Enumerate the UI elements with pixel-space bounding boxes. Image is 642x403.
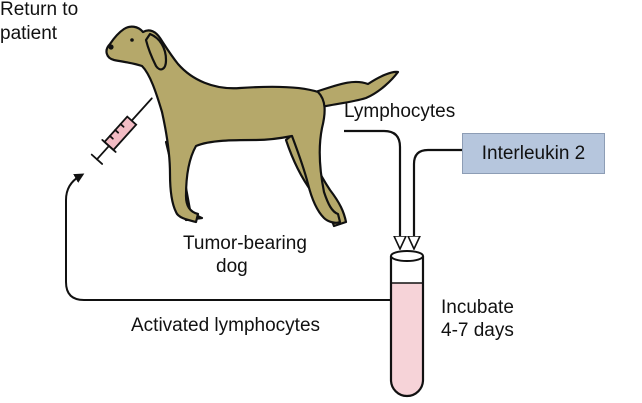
dog-label-line1: Tumor-bearing: [183, 233, 307, 254]
dog-label-line2: dog: [216, 256, 248, 277]
incubate-label-line2: 4-7 days: [441, 320, 514, 341]
syringe-icon: [90, 97, 153, 165]
interleukin-label: Interleukin 2: [481, 142, 586, 164]
activated-label: Activated lymphocytes: [131, 315, 321, 336]
lymphocytes-arrow: [344, 129, 400, 243]
return-arrow: [65, 173, 391, 301]
incubate-label-line1: Incubate: [441, 297, 514, 318]
test-tube-icon: [389, 250, 425, 398]
return-label-line1: Return to: [0, 0, 79, 20]
interleukin-arrow: [414, 148, 462, 243]
interleukin-box: Interleukin 2: [462, 133, 605, 174]
return-label-line2: patient: [0, 23, 58, 44]
dog-icon: [105, 25, 400, 228]
interleukin-box-fill: [462, 133, 605, 174]
lymphocytes-label: Lymphocytes: [344, 101, 456, 122]
